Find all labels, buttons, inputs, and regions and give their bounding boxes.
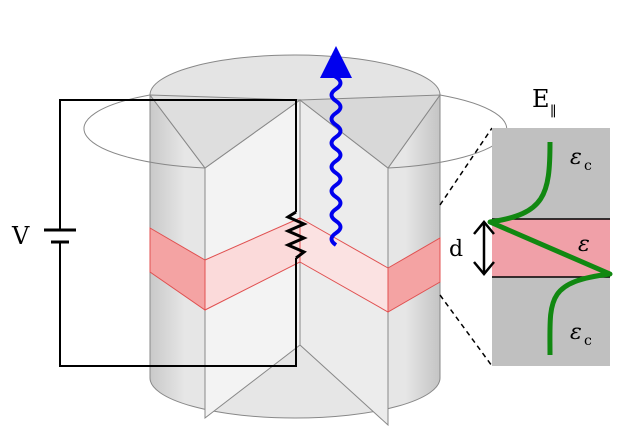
circuit-wire (59, 99, 297, 230)
epsilon-clad-top-label: ε (570, 145, 582, 170)
voltage-label: V (11, 222, 30, 250)
inset-panel (473, 128, 613, 366)
layer-band-right (387, 237, 441, 313)
emission-wave-arrow (320, 46, 352, 247)
field-profile (487, 141, 613, 356)
epsilon-core-label: ε (578, 232, 590, 257)
active-layer (149, 217, 441, 313)
circuit (44, 99, 308, 367)
epsilon-clad-bottom-sub: c (584, 333, 592, 349)
field-label: E (532, 85, 550, 113)
field-subscript: ∥ (550, 104, 556, 120)
thickness-label: d (449, 237, 463, 262)
epsilon-clad-bottom-label: ε (570, 320, 582, 345)
zoom-line-top (439, 127, 493, 206)
cut-top-left (148, 94, 302, 169)
circuit-wire-bottom (59, 242, 297, 367)
epsilon-clad-top-sub: c (584, 158, 592, 174)
resistor (284, 210, 308, 260)
thickness-arrow (473, 220, 495, 276)
zoom-line-bottom (439, 294, 493, 367)
cylinder-top-rim (83, 94, 206, 169)
